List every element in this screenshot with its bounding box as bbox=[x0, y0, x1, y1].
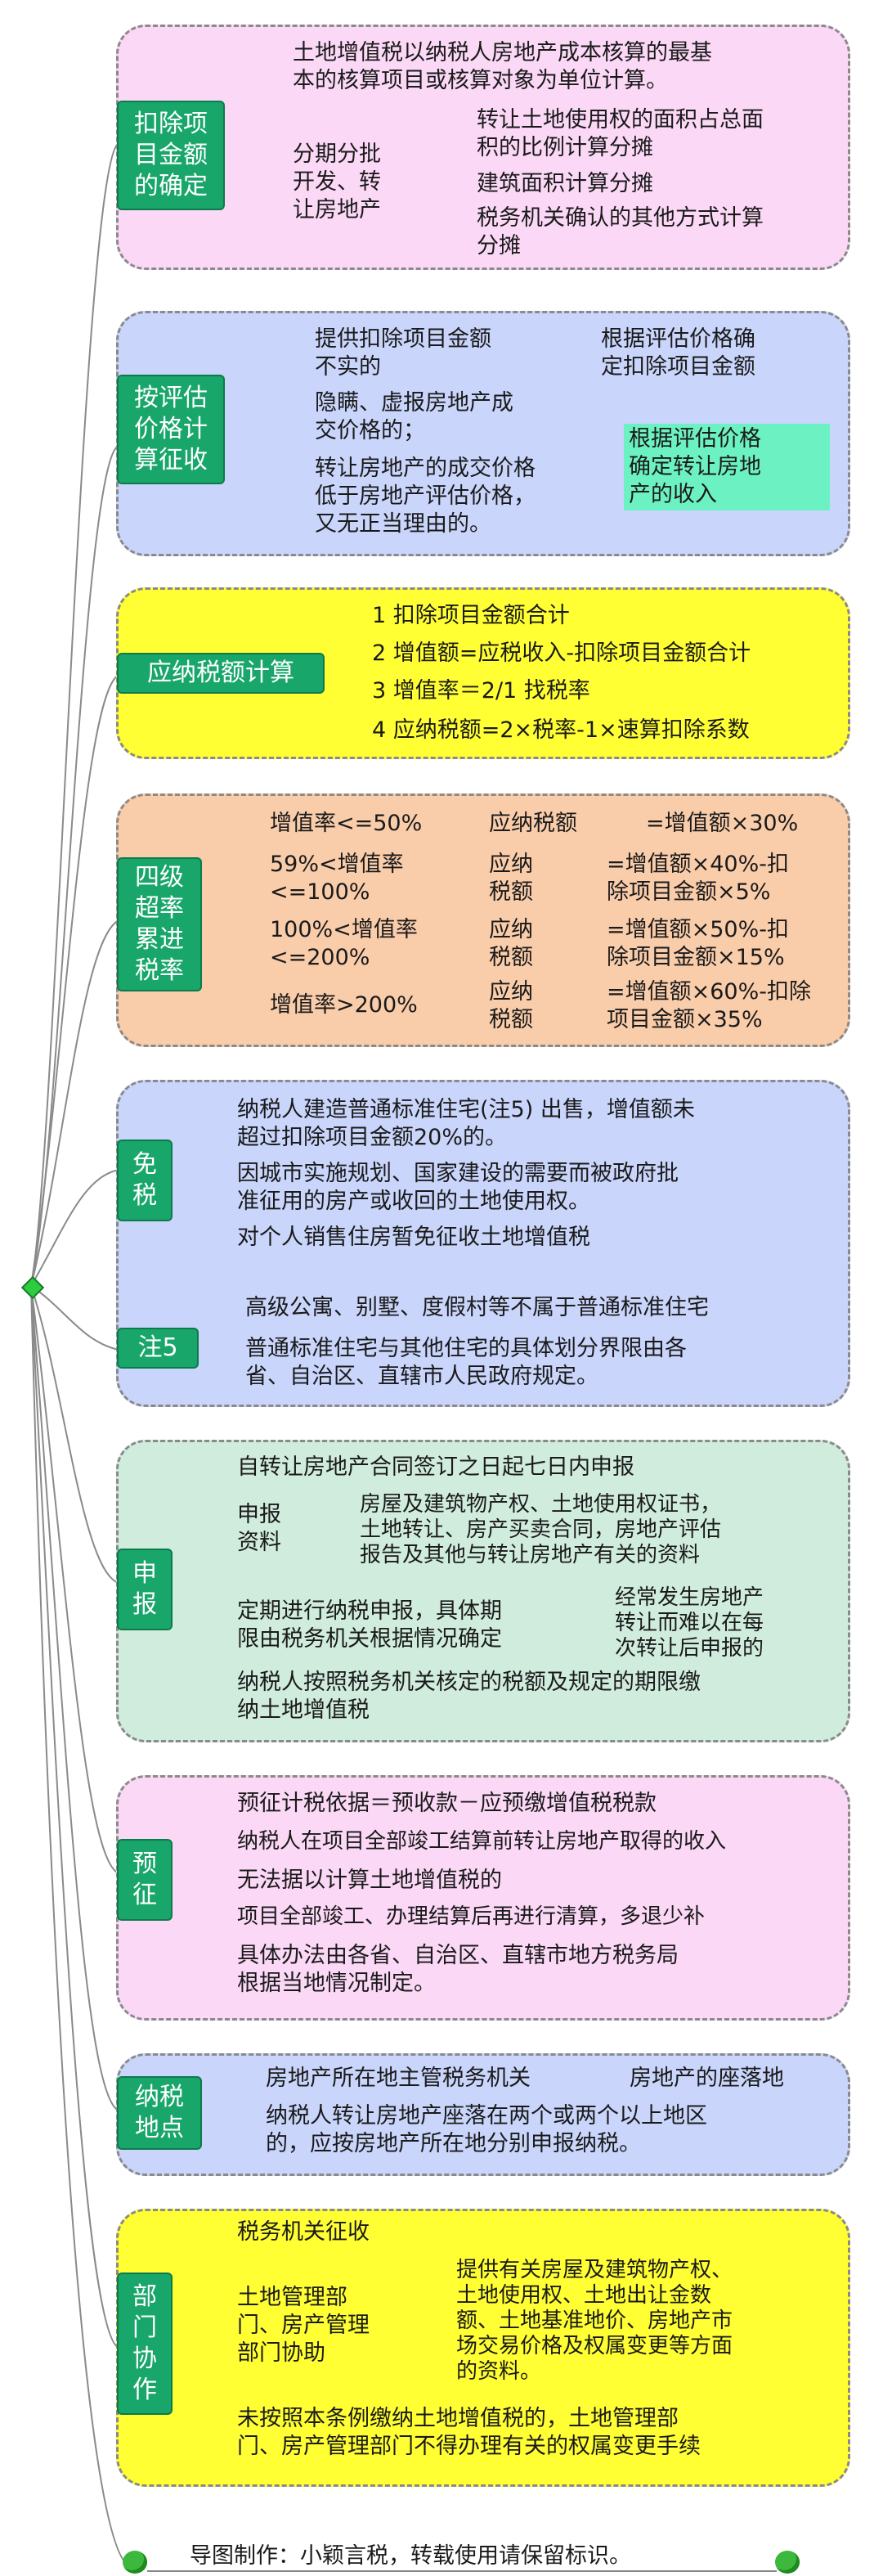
rate-range-2: 59%<增值率 <=100% bbox=[270, 852, 404, 905]
coop-tax-collect: 税务机关征收 bbox=[237, 2219, 370, 2245]
label-prepay: 预 征 bbox=[119, 1841, 171, 1919]
rate-formula-1: =增值额×30% bbox=[646, 811, 799, 836]
rate-range-4: 增值率>200% bbox=[270, 992, 418, 1018]
prepay-income: 纳税人在项目全部竣工结算前转让房地产取得的收入 bbox=[237, 1829, 727, 1854]
place-multi-region: 纳税人转让房地产座落在两个或两个以上地区 的，应按房地产所在地分别申报纳税。 bbox=[266, 2103, 707, 2156]
declare-pay-deadline: 纳税人按照税务机关核定的税额及规定的期限缴 纳土地增值税 bbox=[237, 1670, 701, 1723]
coop-provide-info: 提供有关房屋及建筑物产权、 土地使用权、土地出让金数 额、土地基准地价、房地产市… bbox=[456, 2258, 733, 2384]
label-note5: 注5 bbox=[119, 1329, 197, 1367]
label-declare: 申 报 bbox=[119, 1550, 171, 1629]
calc-step-1: 1 扣除项目金额合计 bbox=[372, 603, 570, 628]
calc-step-4: 4 应纳税额=2×税率-1×速算扣除系数 bbox=[372, 717, 750, 743]
prepay-settlement: 项目全部竣工、办理结算后再进行清算，多退少补 bbox=[237, 1904, 706, 1929]
declare-materials-label: 申报 资料 bbox=[237, 1502, 281, 1555]
assessment-deduction-false: 提供扣除项目金额 不实的 bbox=[315, 326, 491, 380]
note5-boundary: 普通标准住宅与其他住宅的具体划分界限由各 省、自治区、直辖市人民政府规定。 bbox=[245, 1336, 687, 1389]
exempt-government-expropriation: 因城市实施规划、国家建设的需要而被政府批 准征用的房产或收回的土地使用权。 bbox=[237, 1161, 679, 1214]
rate-tax-3: 应纳 税额 bbox=[489, 917, 533, 970]
rate-range-1: 增值率<=50% bbox=[270, 811, 423, 836]
place-location: 房地产的座落地 bbox=[630, 2066, 784, 2091]
section-place bbox=[116, 2053, 850, 2176]
coop-departments: 土地管理部 门、房产管理 部门协助 bbox=[237, 2285, 370, 2366]
place-authority: 房地产所在地主管税务机关 bbox=[266, 2066, 531, 2091]
deduction-basis: 土地增值税以纳税人房地产成本核算的最基 本的核算项目或核算对象为单位计算。 bbox=[293, 40, 712, 93]
deduction-land-area: 转让土地使用权的面积占总面 积的比例计算分摊 bbox=[477, 107, 764, 160]
label-exempt: 免 税 bbox=[119, 1141, 171, 1220]
rate-formula-2: =增值额×40%-扣 除项目金额×5% bbox=[607, 852, 790, 905]
assessment-concealed: 隐瞒、虚报房地产成 交价格的； bbox=[315, 390, 513, 443]
section-prepay bbox=[116, 1775, 850, 2021]
label-assessment: 按评估 价格计 算征收 bbox=[119, 376, 223, 483]
label-deduction: 扣除项 目金额 的确定 bbox=[119, 102, 223, 209]
rate-range-3: 100%<增值率 <=200% bbox=[270, 917, 418, 970]
declare-seven-days: 自转让房地产合同签订之日起七日内申报 bbox=[237, 1454, 634, 1480]
section-coop bbox=[116, 2209, 850, 2487]
prepay-cannot-calc: 无法据以计算土地增值税的 bbox=[237, 1868, 502, 1893]
exempt-standard-housing: 纳税人建造普通标准住宅(注5) 出售，增值额未 超过扣除项目金额20%的。 bbox=[237, 1097, 695, 1150]
section-deduction bbox=[116, 25, 850, 270]
trunk-lines bbox=[30, 142, 132, 2568]
section-exempt bbox=[116, 1080, 850, 1407]
apple-icon bbox=[123, 2551, 147, 2574]
rate-formula-3: =增值额×50%-扣 除项目金额×15% bbox=[607, 917, 790, 970]
footer-underline bbox=[147, 2570, 777, 2572]
label-place: 纳税 地点 bbox=[119, 2078, 200, 2148]
rate-tax-2: 应纳 税额 bbox=[489, 852, 533, 905]
prepay-provincial: 具体办法由各省、自治区、直辖市地方税务局 根据当地情况制定。 bbox=[237, 1943, 679, 1996]
rate-formula-4: =增值额×60%-扣除 项目金额×35% bbox=[607, 979, 812, 1032]
exempt-individual-sale: 对个人销售住房暂免征收土地增值税 bbox=[237, 1225, 590, 1250]
label-calc: 应纳税额计算 bbox=[119, 654, 323, 692]
label-rates: 四级 超率 累进 税率 bbox=[119, 859, 200, 990]
declare-periodic: 定期进行纳税申报，具体期 限由税务机关根据情况确定 bbox=[237, 1598, 502, 1652]
section-declare bbox=[116, 1440, 850, 1742]
apple-icon-right bbox=[775, 2551, 800, 2574]
deduction-tax-authority: 税务机关确认的其他方式计算 分摊 bbox=[477, 205, 764, 258]
calc-step-3: 3 增值率＝2/1 找税率 bbox=[372, 678, 590, 704]
coop-no-transfer: 未按照本条例缴纳土地增值税的，土地管理部 门、房产管理部门不得办理有关的权属变更… bbox=[237, 2406, 701, 2459]
deduction-building-area: 建筑面积计算分摊 bbox=[477, 171, 653, 196]
declare-frequent: 经常发生房地产 转让而难以在每 次转让后申报的 bbox=[615, 1585, 764, 1661]
footer-credit: 导图制作：小颖言税，转载使用请保留标识。 bbox=[190, 2543, 631, 2569]
section-rates bbox=[116, 793, 850, 1047]
assessment-deduction-result: 根据评估价格确 定扣除项目金额 bbox=[601, 326, 755, 380]
note5-luxury: 高级公寓、别墅、度假村等不属于普通标准住宅 bbox=[245, 1295, 709, 1320]
assessment-low-price: 转让房地产的成交价格 低于房地产评估价格， 又无正当理由的。 bbox=[315, 456, 536, 537]
assessment-income-result: 根据评估价格 确定转让房地 产的收入 bbox=[624, 424, 830, 510]
rate-tax-1: 应纳税额 bbox=[489, 811, 577, 836]
label-coop: 部 门 协 作 bbox=[119, 2274, 171, 2413]
deduction-phased: 分期分批 开发、转 让房地产 bbox=[293, 142, 381, 223]
rate-tax-4: 应纳 税额 bbox=[489, 979, 533, 1032]
calc-step-2: 2 增值额=应税收入-扣除项目金额合计 bbox=[372, 641, 751, 666]
prepay-basis: 预征计税依据＝预收款－应预缴增值税税款 bbox=[237, 1791, 657, 1816]
declare-materials-list: 房屋及建筑物产权、土地使用权证书， 土地转让、房产买卖合同，房地产评估 报告及其… bbox=[360, 1492, 722, 1567]
